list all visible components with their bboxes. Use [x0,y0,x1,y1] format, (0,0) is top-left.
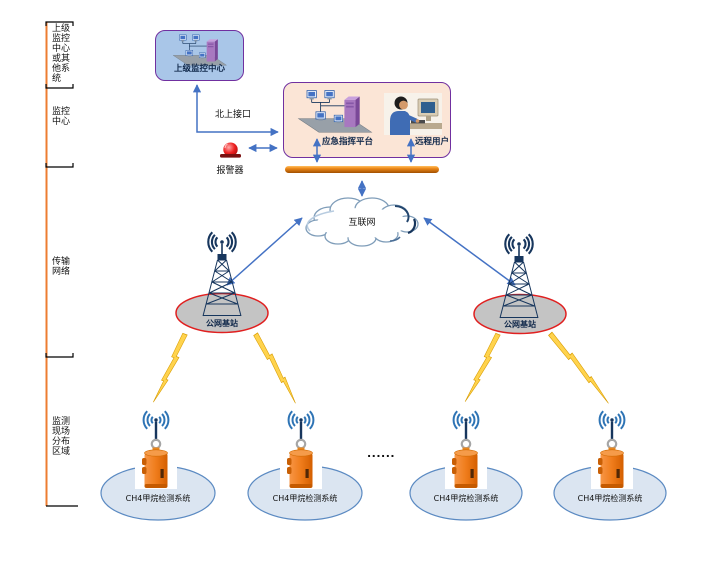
detector-device-2 [285,438,314,490]
antenna-icon-2 [287,410,315,443]
internet-label: 互联网 [348,218,376,228]
remote-user-photo [382,91,444,137]
sidebar-section-monitor: 监控 中心 [52,107,71,128]
detector-label-3: CH4甲烷检测系统 [433,494,499,503]
left-base-station-label: 公网基站 [206,319,238,328]
platform-lan-icon [299,91,372,133]
connectors [192,84,516,286]
ellipsis-label: ...... [367,447,396,460]
command-platform-label: 应急指挥平台 [322,137,374,147]
alarm-siren-icon [220,142,241,158]
bolt-4 [546,331,615,404]
detector-device-4 [596,438,625,490]
bolt-1 [152,331,188,406]
bolt-3 [464,331,501,406]
detector-label-2: CH4甲烷检测系统 [272,494,338,503]
sidebar-rail [45,21,78,507]
north-interface-connector [192,84,279,137]
detector-device-3 [450,438,479,490]
detector-label-1: CH4甲烷检测系统 [125,494,191,503]
antenna-icon-1 [142,410,170,443]
bolt-2 [250,332,303,404]
remote-user-label: 远程用户 [415,137,450,147]
detector-label-4: CH4甲烷检测系统 [577,494,643,503]
left-tower-internet-connector [226,217,303,286]
north-interface-label: 北上接口 [215,110,252,120]
sidebar-section-transmission: 传输 网络 [52,257,71,278]
sidebar-section-field: 监测 现场 分布 区域 [52,417,71,458]
antenna-icon-3 [452,410,480,443]
bus-bar [285,166,439,173]
antenna-icon-4 [598,410,626,443]
upper-center-lan-icon [173,35,226,65]
right-tower-internet-connector [423,217,516,286]
right-base-station-label: 公网基站 [504,320,536,329]
upper-center-label: 上级监控中心 [173,64,225,74]
alarm-label: 报警器 [216,166,244,176]
sidebar-section-upper: 上级 监控 中心 或其 他系 统 [52,24,71,85]
detector-device-1 [140,438,169,490]
internet-cloud-icon [305,197,419,247]
